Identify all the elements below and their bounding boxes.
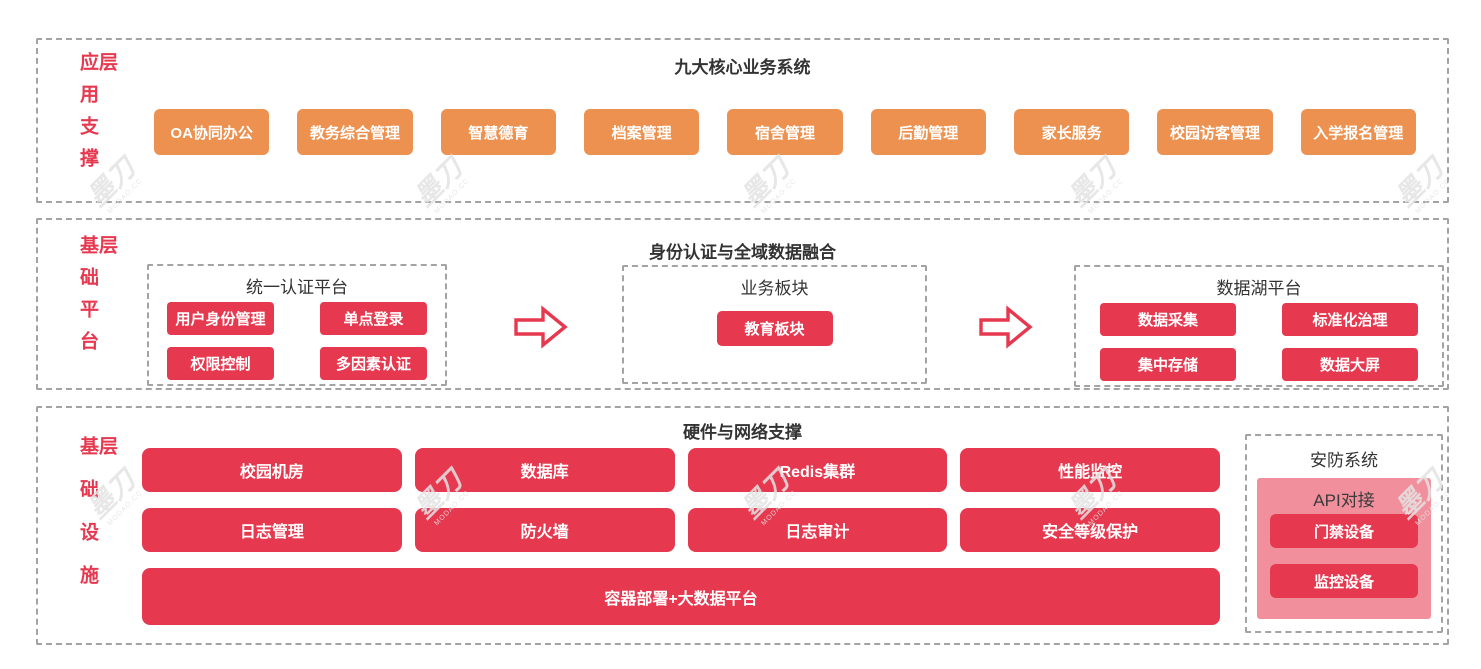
unified-auth-box: 统一认证平台 用户身份管理 单点登录权限控制 多因素认证 — [147, 264, 447, 386]
platform-layer: 基础平台层 身份认证与全域数据融合 统一认证平台 用户身份管理 单点登录权限控制 多… — [36, 218, 1449, 390]
core-systems-row: OA协同办公教务综合管理智慧德育档案管理宿舍管理后勤管理家长服务校园访客管理入学… — [154, 109, 1416, 155]
infra-item-button[interactable]: 防火墙 — [414, 508, 675, 552]
security-item-button[interactable]: 监控设备 — [1270, 564, 1418, 598]
platform-layer-label: 基础平台层 — [77, 235, 117, 363]
education-module-button[interactable]: 教育板块 — [716, 311, 833, 346]
core-system-button[interactable]: 教务综合管理 — [297, 109, 413, 155]
datalake-item-button[interactable]: 数据采集 — [1100, 303, 1236, 336]
security-item-button[interactable]: 门禁设备 — [1270, 514, 1418, 548]
infra-item-button[interactable]: 数据库 — [414, 448, 675, 492]
container-bigdata-button[interactable]: 容器部署+大数据平台 — [142, 568, 1220, 625]
datalake-item-button[interactable]: 数据大屏 — [1282, 348, 1418, 381]
app-support-layer: 应用支撑层 九大核心业务系统 OA协同办公教务综合管理智慧德育档案管理宿舍管理后… — [36, 38, 1449, 203]
auth-item-button[interactable]: 单点登录 — [320, 302, 427, 335]
core-system-button[interactable]: OA协同办公 — [154, 109, 270, 155]
auth-item-button[interactable]: 多因素认证 — [320, 347, 427, 380]
datalake-item-button[interactable]: 集中存储 — [1100, 348, 1236, 381]
security-items: 门禁设备监控设备 — [1270, 514, 1418, 598]
infra-item-button[interactable]: 安全等级保护 — [960, 508, 1220, 552]
infra-layer-label: 基础设施层 — [77, 436, 117, 608]
flow-arrow-icon — [979, 305, 1033, 349]
platform-layer-title: 身份认证与全域数据融合 — [649, 243, 836, 262]
core-system-button[interactable]: 后勤管理 — [870, 109, 986, 155]
core-system-button[interactable]: 校园访客管理 — [1157, 109, 1273, 155]
datalake-items: 数据采集 标准化治理集中存储 数据大屏 — [1100, 303, 1418, 381]
app-layer-label: 应用支撑层 — [77, 52, 117, 180]
datalake-box: 数据湖平台 数据采集 标准化治理集中存储 数据大屏 — [1074, 265, 1444, 387]
core-system-button[interactable]: 入学报名管理 — [1300, 109, 1416, 155]
auth-item-button[interactable]: 用户身份管理 — [167, 302, 274, 335]
app-layer-title: 九大核心业务系统 — [674, 58, 811, 77]
auth-item-button[interactable]: 权限控制 — [167, 347, 274, 380]
flow-arrow-icon — [514, 305, 568, 349]
core-system-button[interactable]: 智慧德育 — [440, 109, 556, 155]
datalake-item-button[interactable]: 标准化治理 — [1282, 303, 1418, 336]
infra-item-button[interactable]: 日志管理 — [142, 508, 402, 552]
business-title: 业务板块 — [740, 279, 809, 298]
unified-auth-title: 统一认证平台 — [246, 278, 348, 297]
core-system-button[interactable]: 档案管理 — [583, 109, 700, 155]
core-system-button[interactable]: 家长服务 — [1013, 109, 1130, 155]
auth-items: 用户身份管理 单点登录权限控制 多因素认证 — [167, 302, 427, 380]
infra-layer-title: 硬件与网络支撑 — [683, 423, 802, 442]
business-box: 业务板块 教育板块 — [622, 265, 927, 384]
infra-item-button[interactable]: 性能监控 — [960, 448, 1220, 492]
infra-grid: 校园机房数据库 Redis集群性能监控日志管理防火墙日志审计安全等级保护 容器部署… — [142, 448, 1220, 625]
api-panel-title: API对接 — [1313, 491, 1375, 510]
infrastructure-layer: 基础设施层 硬件与网络支撑 校园机房数据库 Redis集群性能监控日志管理防火墙日… — [36, 406, 1449, 645]
infra-item-button[interactable]: 日志审计 — [687, 508, 948, 552]
infra-item-button[interactable]: 校园机房 — [142, 448, 402, 492]
security-system-title: 安防系统 — [1310, 451, 1378, 470]
security-system-box: 安防系统 API对接 门禁设备监控设备 — [1245, 434, 1443, 633]
api-panel: API对接 门禁设备监控设备 — [1257, 478, 1431, 619]
datalake-title: 数据湖平台 — [1216, 279, 1302, 298]
core-system-button[interactable]: 宿舍管理 — [727, 109, 843, 155]
infra-item-button[interactable]: Redis集群 — [687, 448, 948, 492]
